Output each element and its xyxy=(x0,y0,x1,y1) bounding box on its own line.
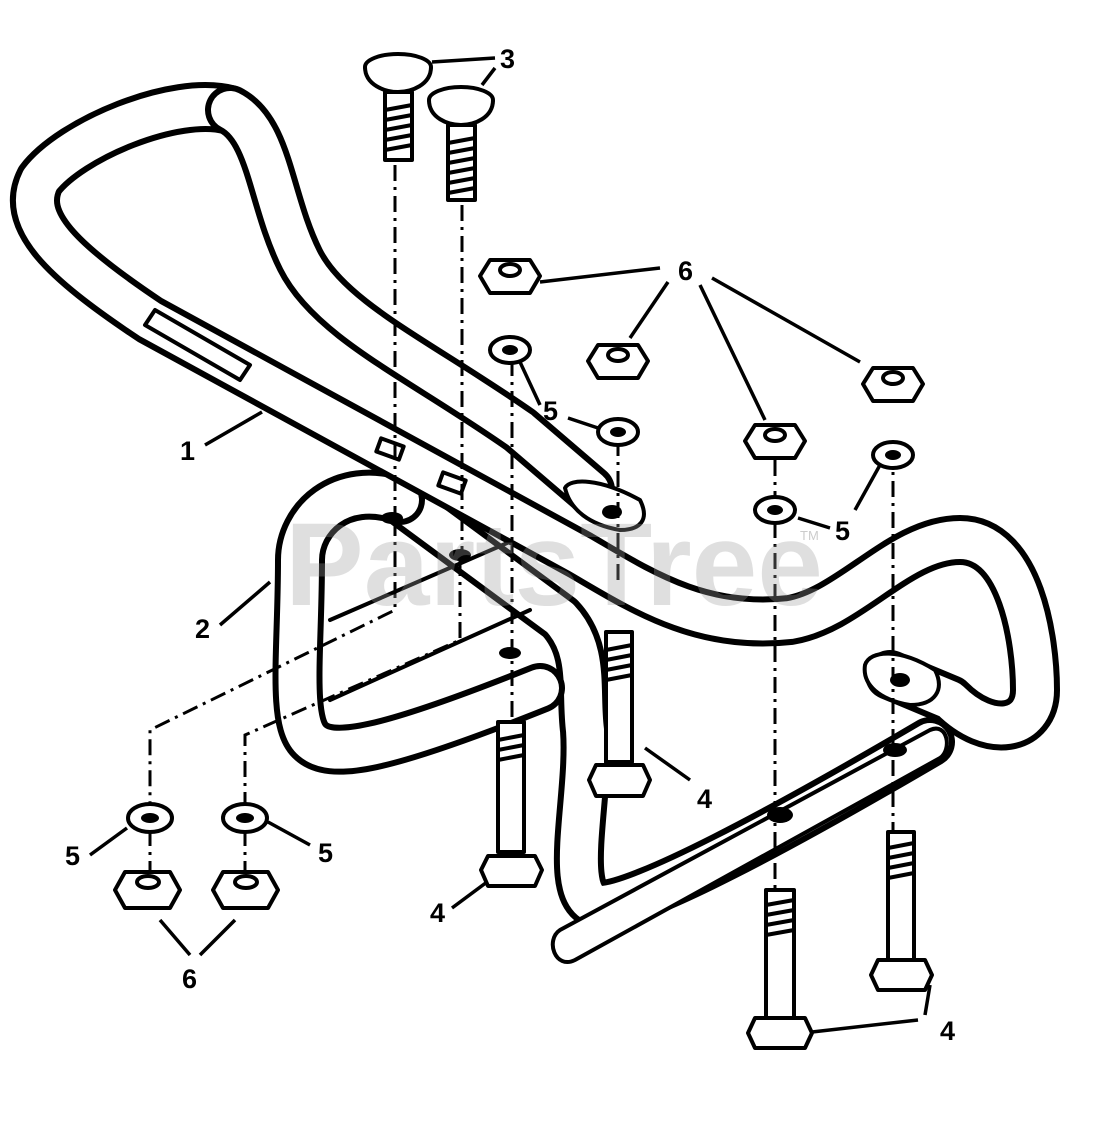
hex-nut-part-6 xyxy=(113,870,182,910)
callout-4: 4 xyxy=(697,784,712,814)
callout-5: 5 xyxy=(65,841,80,871)
hex-nut-part-6 xyxy=(211,870,280,910)
callout-1: 1 xyxy=(180,436,195,466)
hex-nut-part-6 xyxy=(478,258,542,295)
carriage-bolt-part-3 xyxy=(427,85,495,202)
watermark: PartsTree xyxy=(285,499,823,631)
lock-washer-part-5 xyxy=(221,802,269,834)
carriage-bolt-part-3 xyxy=(363,52,433,162)
lock-washer-part-5 xyxy=(126,802,174,834)
callout-2: 2 xyxy=(195,614,210,644)
leader-lines xyxy=(88,56,932,1034)
callout-5: 5 xyxy=(835,516,850,546)
mount-hole xyxy=(381,512,403,524)
assembly-lines xyxy=(148,165,895,890)
handle-frame-part-1 xyxy=(10,82,1060,751)
mounting-tab xyxy=(563,479,646,532)
mount-hole xyxy=(499,647,521,659)
hex-nut-part-6 xyxy=(586,343,650,380)
hex-bolt-part-4 xyxy=(869,830,934,992)
callout-6: 6 xyxy=(678,256,693,286)
crossbar xyxy=(550,726,949,964)
callout-3: 3 xyxy=(500,44,515,74)
lock-washer-part-5 xyxy=(596,417,640,447)
mount-hole xyxy=(449,549,471,561)
lock-washer-part-5 xyxy=(871,440,915,470)
watermark-tm: TM xyxy=(800,528,819,543)
callout-6: 6 xyxy=(182,964,197,994)
lock-washer-part-5 xyxy=(488,335,532,365)
callout-5: 5 xyxy=(543,396,558,426)
callout-4: 4 xyxy=(430,898,445,928)
hex-nut-part-6 xyxy=(743,423,807,460)
hex-bolt-part-4 xyxy=(587,630,652,798)
callouts: 3 6 5 5 1 2 4 4 4 5 5 6 xyxy=(65,44,955,1046)
hex-nut-part-6 xyxy=(861,366,925,403)
hex-bolt-part-4 xyxy=(479,720,544,888)
callout-4: 4 xyxy=(940,1016,955,1046)
hex-bolt-part-4 xyxy=(746,888,814,1050)
lock-washer-part-5 xyxy=(753,495,797,525)
callout-5: 5 xyxy=(318,838,333,868)
